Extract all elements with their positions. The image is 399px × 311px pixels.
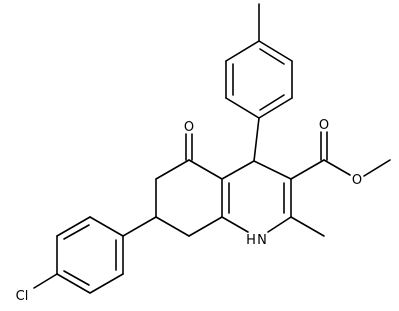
bond: [258, 97, 293, 119]
c2-methyl-bond: [290, 216, 325, 237]
chlorophenyl-ring: [33, 216, 124, 294]
methoxy-bond: [363, 159, 391, 177]
bond: [323, 159, 351, 176]
bond: [188, 159, 223, 180]
bond: [221, 160, 255, 180]
double-bond-inner: [259, 48, 285, 65]
ketone-oxygen-label: O: [184, 120, 194, 135]
bond: [155, 159, 190, 180]
bond: [56, 273, 91, 294]
bond: [89, 216, 124, 237]
bond: [225, 97, 260, 119]
bond: [290, 159, 325, 180]
tolyl-ring: [225, 3, 293, 119]
double-bond-inner: [63, 224, 90, 240]
c7-aryl-bond: [122, 216, 157, 237]
bond: [253, 160, 292, 180]
dihydropyridine-ring: [221, 160, 292, 233]
c-cl-bond: [33, 273, 58, 289]
ester-carbonyl-oxygen-label: O: [319, 118, 329, 133]
chlorine-label: Cl: [16, 289, 29, 304]
bond: [267, 216, 292, 233]
double-bond-inner: [259, 94, 285, 111]
cyclohexanone-ring: [155, 133, 223, 237]
ring-nh-hydrogen-label: H: [246, 233, 256, 248]
bond: [221, 216, 249, 233]
ring-nitrogen-label: N: [257, 233, 267, 248]
bond: [258, 40, 293, 62]
tolyl-c4-bond: [253, 117, 260, 162]
double-bond-inner: [63, 270, 90, 286]
bond: [188, 216, 223, 237]
bond: [56, 216, 91, 237]
bond: [89, 273, 124, 294]
methyl-ester-group: [290, 131, 391, 180]
bond: [225, 40, 260, 62]
bond: [155, 216, 190, 237]
ester-ether-oxygen-label: O: [352, 173, 362, 188]
